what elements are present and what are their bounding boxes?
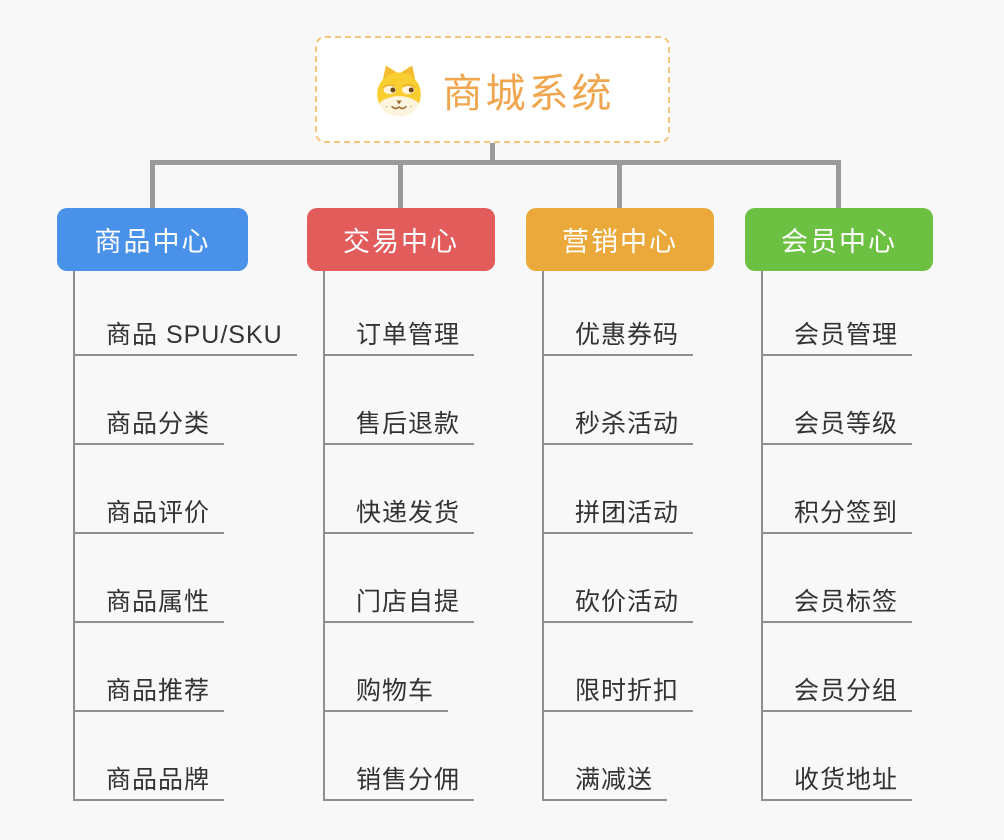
subtopic-node[interactable]: 购物车 [323,670,449,712]
subtopic-node[interactable]: 订单管理 [323,314,475,356]
subtopic-node[interactable]: 收货地址 [761,759,913,801]
connector-drop-branch-3 [617,160,622,208]
branch-node-product-center[interactable]: 商品中心 [57,208,248,271]
connector-drop-branch-1 [150,160,155,208]
subtopic-node[interactable]: 销售分佣 [323,759,475,801]
subtopic-node[interactable]: 砍价活动 [542,581,694,623]
subtopic-node[interactable]: 快递发货 [323,492,475,534]
branch-node-member-center[interactable]: 会员中心 [745,208,933,271]
branch-trunk-3 [542,270,544,801]
branch-node-trade-center[interactable]: 交易中心 [307,208,495,271]
subtopic-node[interactable]: 优惠券码 [542,314,694,356]
branch-label: 交易中心 [343,227,459,257]
subtopic-node[interactable]: 商品推荐 [73,670,225,712]
subtopic-node[interactable]: 满减送 [542,759,668,801]
subtopic-node[interactable]: 秒杀活动 [542,403,694,445]
branch-label: 营销中心 [562,227,678,257]
subtopic-node[interactable]: 门店自提 [323,581,475,623]
connector-drop-branch-4 [836,160,841,208]
branch-trunk-1 [73,270,75,801]
branch-label: 会员中心 [781,227,897,257]
connector-horizontal [150,160,840,165]
branch-trunk-2 [323,270,325,801]
subtopic-node[interactable]: 会员标签 [761,581,913,623]
subtopic-node[interactable]: 会员分组 [761,670,913,712]
connector-drop-branch-2 [398,160,403,208]
subtopic-node[interactable]: 商品品牌 [73,759,225,801]
branch-trunk-4 [761,270,763,801]
central-topic-node[interactable]: 商城系统 [315,36,670,143]
subtopic-node[interactable]: 商品评价 [73,492,225,534]
subtopic-node[interactable]: 会员管理 [761,314,913,356]
subtopic-node[interactable]: 限时折扣 [542,670,694,712]
subtopic-node[interactable]: 商品属性 [73,581,225,623]
subtopic-node[interactable]: 会员等级 [761,403,913,445]
central-topic-title: 商城系统 [442,71,615,116]
doge-icon [371,61,427,119]
subtopic-node[interactable]: 售后退款 [323,403,475,445]
branch-node-marketing-center[interactable]: 营销中心 [526,208,714,271]
subtopic-node[interactable]: 商品 SPU/SKU [73,314,297,356]
subtopic-node[interactable]: 商品分类 [73,403,225,445]
subtopic-node[interactable]: 拼团活动 [542,492,694,534]
branch-label: 商品中心 [94,227,211,257]
connector-root-drop [490,141,495,162]
subtopic-node[interactable]: 积分签到 [761,492,913,534]
